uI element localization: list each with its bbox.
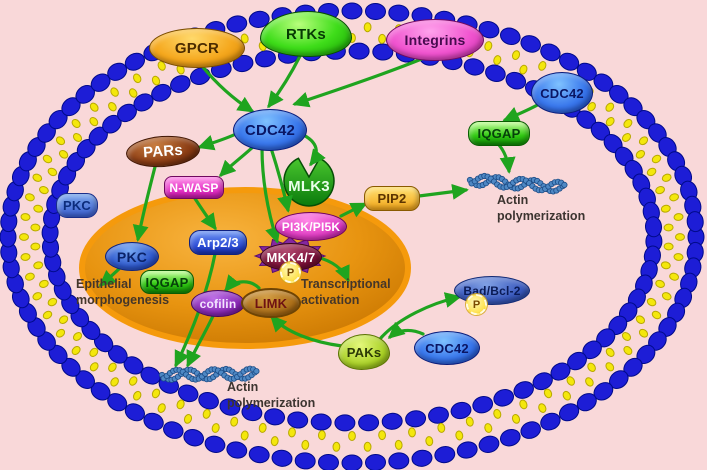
pathway-arrows [98, 54, 543, 368]
node-pi3k-pi5k: PI3K/PI5K [275, 212, 347, 241]
node-pkc-nucleus: PKC [105, 242, 159, 271]
arrow-nwasp-arp23 [192, 195, 217, 231]
arrow-pip2-actin [417, 183, 469, 200]
arrow-paks-limk [270, 314, 344, 348]
arrow-limk-cofilin [224, 274, 261, 293]
arrow-cofilin-actin [186, 314, 215, 368]
node-nwasp-label: N-WASP [169, 180, 219, 195]
node-integrins: Integrins [386, 19, 484, 61]
node-cdc42-membrane-label: CDC42 [540, 85, 584, 101]
mlk3-shape [283, 157, 335, 207]
node-pi3k-pi5k-label: PI3K/PI5K [281, 219, 341, 234]
node-cdc42-membrane: CDC42 [531, 72, 593, 114]
arrow-gpcr-cdc42 [200, 64, 255, 113]
node-limk-label: LIMK [254, 295, 288, 311]
label-transcriptional-activation: Transcriptional activation [301, 277, 391, 308]
arrow-iqgap-actin [497, 143, 516, 174]
arrow-cdc42-pars [197, 131, 240, 151]
arrow-pi3k-pip2 [339, 202, 368, 218]
node-bad-bcl2-label: Bad/Bcl-2 [463, 283, 521, 298]
node-cdc42-center-label: CDC42 [244, 121, 296, 139]
node-arp23-label: Arp2/3 [197, 235, 239, 250]
node-gpcr: GPCR [149, 28, 245, 68]
node-arp23: Arp2/3 [189, 230, 247, 255]
node-cofilin-label: cofilin [199, 296, 237, 311]
node-mlk3-label: MLK3 [288, 177, 330, 195]
node-cdc42-cytoplasm: CDC42 [414, 331, 480, 365]
node-mkk47: MKK4/7 [260, 243, 322, 271]
node-cdc42-center: CDC42 [233, 109, 307, 151]
phospho-badge-bad: P [466, 294, 487, 315]
node-cdc42-cytoplasm-label: CDC42 [425, 340, 469, 356]
node-pkc-nucleus-label: PKC [116, 248, 148, 265]
node-gpcr-label: GPCR [174, 39, 220, 57]
label-actin-polymerization-bottom: Actin polymerization [227, 380, 316, 411]
node-iqgap-nucleus-label: IQGAP [145, 274, 189, 290]
node-paks: PAKs [338, 334, 390, 370]
node-mkk47-label: MKK4/7 [266, 249, 316, 265]
arrow-cdc42-mkk47 [260, 146, 281, 244]
node-pip2-label: PIP2 [377, 191, 407, 206]
phospho-badge-mkk47: P [280, 262, 301, 283]
arrow-cdc42-iqgap [502, 101, 543, 122]
node-pkc-cytoplasm-label: PKC [62, 198, 92, 213]
node-pars-label: PARs [142, 141, 184, 162]
node-rtks-label: RTKs [286, 25, 326, 43]
arrow-cdc42-paks [387, 321, 425, 339]
node-cofilin: cofilin [191, 290, 245, 317]
arrow-rtks-cdc42 [267, 54, 302, 109]
arrow-paks-bad [378, 292, 462, 341]
actin-filament-bottom [158, 365, 260, 383]
arrow-cdc42-nwasp [218, 144, 256, 178]
node-paks-label: PAKs [346, 344, 382, 360]
arrow-cdc42-pi3k [269, 146, 293, 213]
node-bad-bcl2: Bad/Bcl-2 [454, 276, 530, 305]
arrow-pars-pkc [132, 161, 158, 242]
node-iqgap-right: IQGAP [468, 121, 530, 146]
node-iqgap-right-label: IQGAP [477, 126, 521, 141]
node-pip2: PIP2 [364, 186, 420, 211]
node-limk: LIMK [241, 288, 301, 318]
node-pkc-cytoplasm: PKC [56, 193, 98, 218]
actin-filament-right [466, 172, 568, 195]
node-rtks: RTKs [260, 11, 352, 57]
node-nwasp: N-WASP [164, 176, 224, 199]
node-integrins-label: Integrins [404, 32, 466, 48]
label-epithelial-morphogenesis: Epithelial morphogenesis [76, 277, 170, 308]
arrow-integrins-cdc42 [292, 56, 426, 108]
node-iqgap-nucleus: IQGAP [140, 270, 194, 294]
label-actin-polymerization-right: Actin polymerization [497, 193, 586, 224]
